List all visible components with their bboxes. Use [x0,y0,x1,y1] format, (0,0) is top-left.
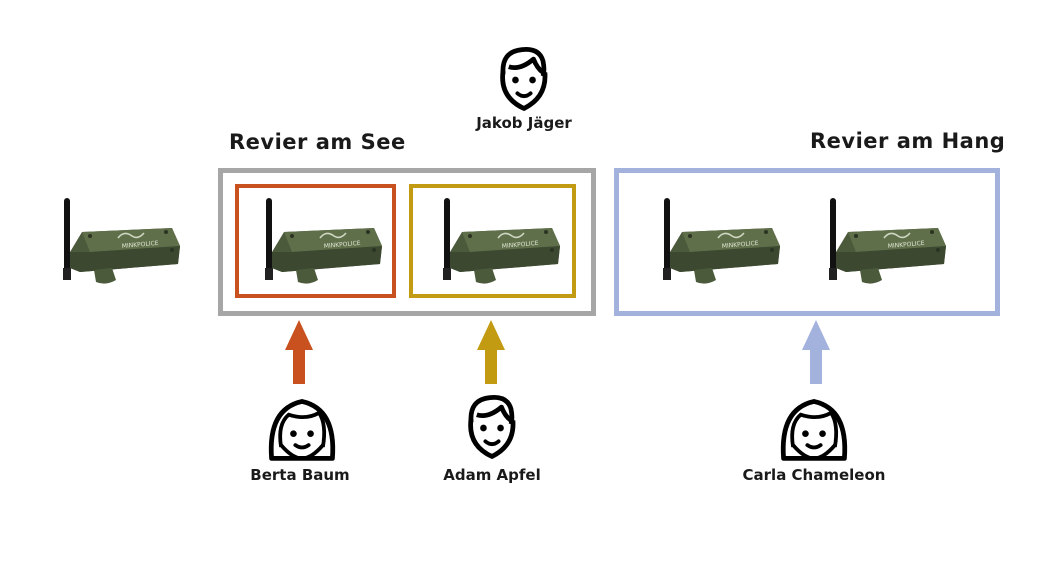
arrow-up-icon [477,320,505,384]
region-frame-see [218,168,596,316]
region-frame-hang [614,168,1000,316]
sensor-device-icon [262,190,392,300]
male-face-icon [454,390,530,466]
assignment-frame-adam [409,184,576,298]
person-name-adam: Adam Apfel [443,466,541,484]
female-face-icon [264,390,340,466]
arrow-up-icon [802,320,830,384]
sensor-device-icon [660,190,790,300]
person-name-jakob: Jakob Jäger [476,114,572,132]
sensor-device-icon [826,190,956,300]
sensor-device-icon [60,190,190,300]
person-name-berta: Berta Baum [250,466,350,484]
arrow-up-icon [285,320,313,384]
region-title-see: Revier am See [229,130,406,154]
assignment-frame-berta [235,184,396,298]
region-title-hang: Revier am Hang [810,129,1006,153]
sensor-device-icon [440,190,570,300]
female-face-icon [776,390,852,466]
person-name-carla: Carla Chameleon [742,466,886,484]
male-face-icon [486,42,562,118]
